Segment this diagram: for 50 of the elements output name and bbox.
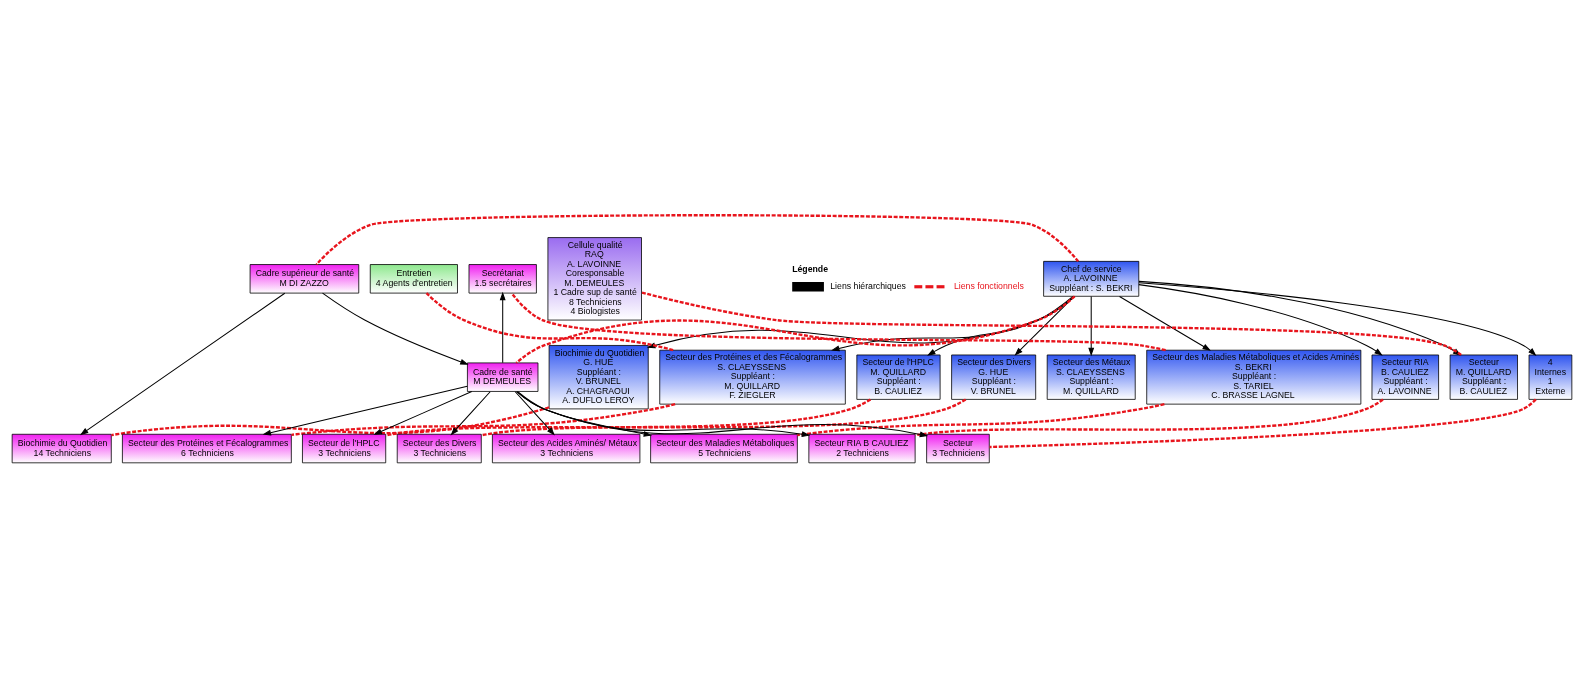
connector [989,398,1537,448]
node-box: Entretien 4 Agents d'entretien [369,263,458,293]
node-box: Secteur des Divers 3 Techniciens [396,433,482,463]
arrow [373,390,473,435]
node-box: Secteur des Métaux S. CLAEYSSENS Suppléant : M. QUILLARD [1046,354,1136,400]
arrow [927,295,1074,356]
connector [291,402,676,436]
node-box: Cadre de santé M DEMEULES [467,362,539,392]
node-box: Secteur des Protéines et Fécalogrammes 6 Techniciens [122,433,292,463]
arrow [516,390,929,437]
arrow [514,390,555,435]
node-box: Biochimie du Quotidien 14 Techniciens [11,433,112,463]
node-box: Secrétariat 1.5 secrétaires [468,263,537,293]
node-box: Secteur M. QUILLARD Suppléant : B. CAULIEZ [1449,354,1518,400]
node-box: Cellule qualité RAQ A. LAVOINNE Coresponsable M. DEMEULES 1 Cadre sup de santé 8 Techniciens 4 Biologistes [547,236,642,320]
node-box: Secteur des Protéines et des Fécalogrammes S. CLAEYSSENS Suppléant : M. QUILLARD F. ZIEGLER [659,349,846,405]
arrow [517,390,653,437]
arrow [79,292,286,435]
connector [915,398,1384,436]
arrow [1119,295,1211,351]
node-box: Biochimie du Quotidien G. HUE Suppléant : V. BRUNEL A. CHAGRAOUI A. DUFLO LEROY [548,344,649,409]
connector [481,398,967,436]
node-box: Secteur des Maladies Métaboliques et Acides Aminés S. BEKRI Suppléant : S. TARIEL C. BRASSE LAGNEL [1146,349,1362,405]
node-box: Secteur des Acides Aminés/ Métaux 3 Techniciens [492,433,641,463]
node-box: Secteur des Divers G. HUE Suppléant : V. BRUNEL [951,354,1037,400]
legend-label: Liens hiérarchiques [830,280,906,291]
connector [797,402,1165,436]
connector [515,295,1076,364]
node-box: Secteur des Maladies Métaboliques 5 Techniciens [650,433,798,463]
node-box: Cadre supérieur de santé M DI ZAZZO [249,263,360,293]
arrow [1138,283,1383,356]
arrow [499,291,506,363]
node-box: Chef de service A. LAVOINNE Suppléant : S. BEKRI [1043,260,1140,297]
connector [315,213,1080,265]
arrow [262,385,468,436]
node-box: Secteur RIA B. CAULIEZ Suppléant : A. LAVOINNE [1371,354,1439,400]
arrow [831,295,1075,351]
connector [385,398,872,437]
arrow [450,390,491,435]
arrow [322,292,469,365]
node-box: Secteur de l'HPLC 3 Techniciens [302,433,387,463]
legend-label: Liens fonctionnels [954,280,1024,291]
node-box: 4 Internes 1 Externe [1528,354,1573,400]
node-box: Secteur RIA B CAULIEZ 2 Techniciens [808,433,916,463]
arrow [516,390,811,437]
connector [111,405,550,436]
node-box: Secteur 3 Techniciens [926,433,990,463]
node-box: Secteur de l'HPLC M. QUILLARD Suppléant : B. CAULIEZ [856,354,941,400]
arrow [1088,295,1095,356]
label: Légende [792,263,829,274]
